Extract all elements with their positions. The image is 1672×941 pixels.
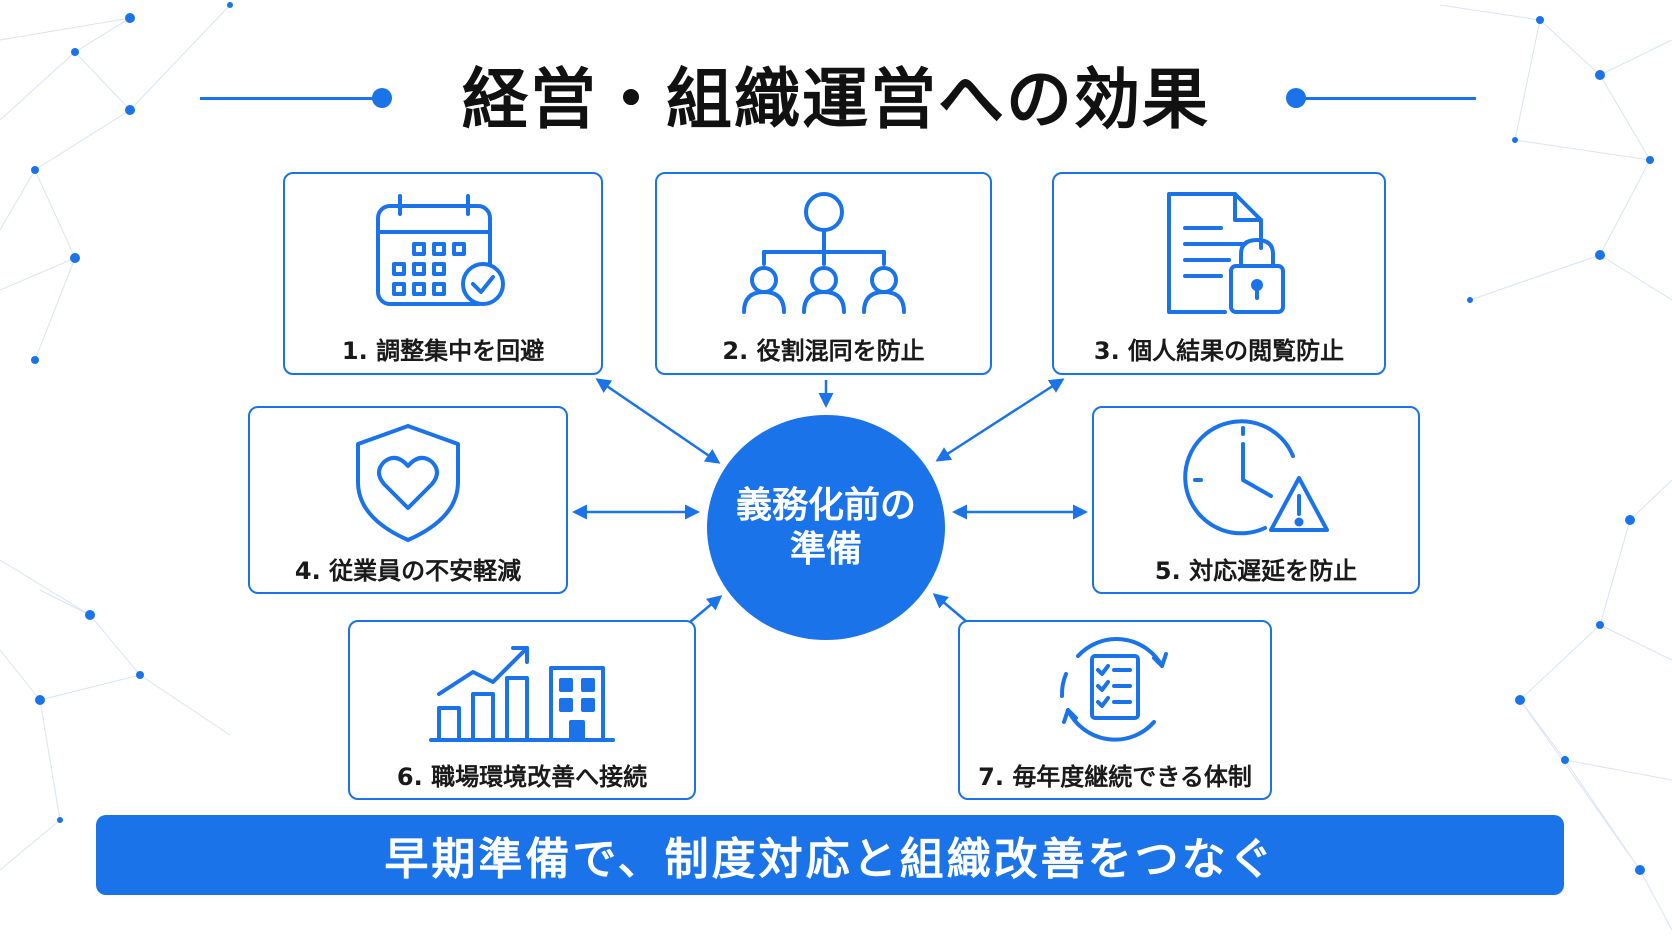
effect-card-3: 3. 個人結果の閲覧防止 bbox=[1052, 172, 1386, 375]
checklist-cycle-icon bbox=[1059, 637, 1168, 742]
calendar-check-icon bbox=[376, 194, 505, 306]
card-2-label: 2. 役割混同を防止 bbox=[722, 337, 925, 365]
org-chart-icon bbox=[741, 192, 906, 314]
effect-card-2: 2. 役割混同を防止 bbox=[655, 172, 992, 375]
hub-label: 義務化前の準備 bbox=[735, 484, 916, 570]
hub-circle: 義務化前の準備 bbox=[707, 415, 945, 640]
effect-card-4: 4. 従業員の不安軽減 bbox=[248, 406, 568, 594]
card-5-label: 5. 対応遅延を防止 bbox=[1154, 557, 1358, 585]
page-title: 経営・組織運営への効果 bbox=[462, 61, 1210, 138]
banner-text: 早期準備で、制度対応と組織改善をつなぐ bbox=[384, 834, 1276, 885]
growth-chart-building-icon bbox=[429, 646, 615, 742]
effect-card-6: 6. 職場環境改善へ接続 bbox=[348, 620, 696, 800]
title-area: 経営・組織運営への効果 bbox=[0, 60, 1672, 140]
clock-warning-icon bbox=[1183, 419, 1329, 536]
summary-banner: 早期準備で、制度対応と組織改善をつなぐ bbox=[96, 815, 1564, 895]
arrow-card7-hub bbox=[932, 593, 968, 623]
effect-card-7: 7. 毎年度継続できる体制 bbox=[958, 620, 1272, 800]
arrow-card1-hub bbox=[595, 378, 721, 464]
effect-card-5: 5. 対応遅延を防止 bbox=[1092, 406, 1420, 594]
card-4-label: 4. 従業員の不安軽減 bbox=[294, 557, 522, 585]
card-7-label: 7. 毎年度継続できる体制 bbox=[978, 763, 1252, 791]
title-left-line bbox=[200, 97, 380, 100]
card-3-label: 3. 個人結果の閲覧防止 bbox=[1093, 337, 1345, 365]
shield-heart-icon bbox=[356, 424, 460, 542]
arrow-card3-hub bbox=[935, 378, 1065, 462]
card-6-label: 6. 職場環境改善へ接続 bbox=[396, 763, 648, 791]
title-right-line bbox=[1296, 97, 1476, 100]
card-1-label: 1. 調整集中を回避 bbox=[341, 337, 545, 365]
title-left-dot bbox=[372, 88, 392, 108]
document-lock-icon bbox=[1167, 192, 1285, 314]
effect-card-1: 1. 調整集中を回避 bbox=[283, 172, 603, 375]
